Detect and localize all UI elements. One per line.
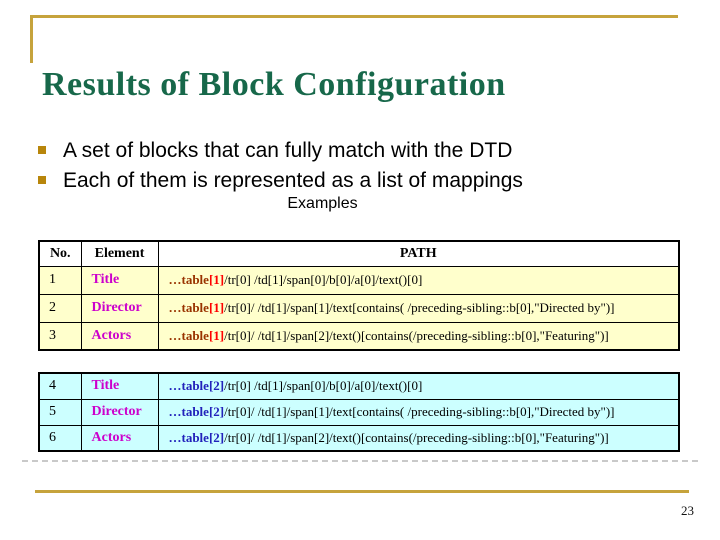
path-rest: /tr[0]/ /td[1]/span[2]/text()[contains(/… [224, 429, 609, 445]
path-prefix: …table [168, 327, 209, 343]
path-prefix: …table [168, 429, 209, 445]
bottom-accent-line [35, 490, 689, 493]
top-accent-line [30, 15, 678, 18]
path-prefix: …table [168, 300, 209, 315]
path-prefix: …table [168, 378, 209, 394]
table-header-row: No. Element PATH [38, 240, 680, 267]
path-rest: /tr[0]/ /td[1]/span[1]/text[contains( /p… [224, 404, 615, 419]
examples-caption: Examples [287, 195, 358, 212]
path-rest: /tr[0]/ /td[1]/span[1]/text[contains( /p… [224, 300, 615, 315]
path-cell: …table[2]/tr[0]/ /td[1]/span[2]/text()[c… [157, 424, 680, 452]
path-cell: …table[1]/tr[0]/ /td[1]/span[2]/text()[c… [157, 321, 680, 351]
bullet-text: A set of blocks that can fully match wit… [63, 139, 513, 162]
bullet-square-icon [38, 176, 46, 185]
page-number: 23 [681, 503, 694, 518]
path-rest: /tr[0] /td[1]/span[0]/b[0]/a[0]/text()[0… [224, 272, 423, 287]
bullet-item: A set of blocks that can fully match wit… [38, 137, 698, 164]
top-accent-corner [30, 15, 33, 63]
path-index: [1] [208, 327, 225, 343]
path-index: [2] [208, 429, 225, 445]
element-cell: Actors [80, 424, 159, 452]
element-cell: Director [80, 293, 159, 323]
divider-dashed-line [22, 460, 698, 462]
slide-title: Results of Block Configuration [42, 66, 506, 103]
row-number-cell: 3 [38, 321, 82, 351]
col-header-no: No. [38, 240, 82, 267]
path-rest: /tr[0] /td[1]/span[0]/b[0]/a[0]/text()[0… [224, 378, 423, 394]
bullet-item: Each of them is represented as a list of… [38, 167, 698, 194]
path-cell: …table[2]/tr[0]/ /td[1]/span[1]/text[con… [157, 398, 680, 426]
path-cell: …table[1]/tr[0]/ /td[1]/span[1]/text[con… [157, 293, 680, 323]
bullet-text: Each of them is represented as a list of… [63, 169, 523, 193]
path-cell: …table[2]/tr[0] /td[1]/span[0]/b[0]/a[0]… [157, 372, 680, 400]
col-header-path: PATH [157, 240, 680, 267]
element-cell: Title [80, 265, 159, 295]
col-header-element: Element [80, 240, 159, 267]
bullet-list: A set of blocks that can fully match wit… [38, 137, 698, 198]
bullet-square-icon [38, 146, 46, 154]
row-number-cell: 6 [38, 424, 82, 452]
path-index: [2] [208, 404, 225, 419]
path-index: [2] [208, 378, 225, 394]
row-number-cell: 4 [38, 372, 82, 400]
path-rest: /tr[0]/ /td[1]/span[2]/text()[contains(/… [224, 327, 609, 343]
element-cell: Actors [80, 321, 159, 351]
element-cell: Director [80, 398, 159, 426]
path-index: [1] [208, 300, 225, 315]
path-prefix: …table [168, 404, 209, 419]
path-cell: …table[1]/tr[0] /td[1]/span[0]/b[0]/a[0]… [157, 265, 680, 295]
row-number-cell: 5 [38, 398, 82, 426]
path-prefix: …table [168, 272, 209, 287]
element-cell: Title [80, 372, 159, 400]
row-number-cell: 2 [38, 293, 82, 323]
path-index: [1] [208, 272, 225, 287]
row-number-cell: 1 [38, 265, 82, 295]
